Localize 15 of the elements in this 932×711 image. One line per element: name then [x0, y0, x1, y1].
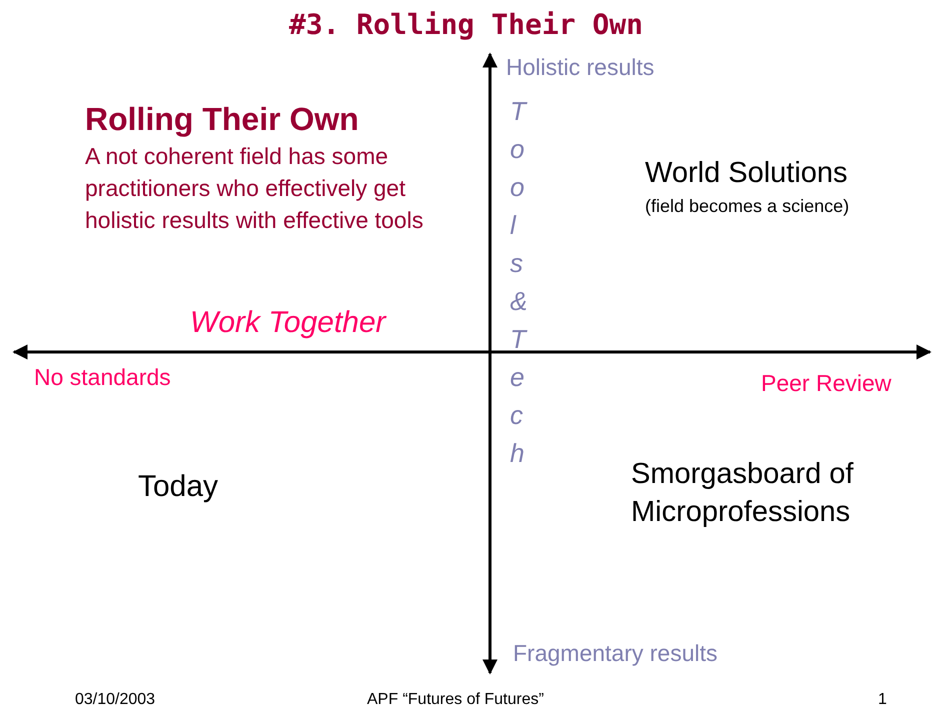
axis-label: No standards — [34, 363, 171, 392]
axis-title: Work Together — [190, 305, 386, 341]
quadrant-label: Smorgasboard of Microprofessions — [631, 457, 854, 530]
axis-label: Holistic results — [506, 53, 654, 82]
axis-label: Peer Review — [761, 369, 892, 398]
footer-text: APF “Futures of Futures” — [367, 690, 544, 710]
quadrant-label: World Solutions — [645, 156, 848, 191]
axis-label: Fragmentary results — [513, 639, 718, 668]
quadrant-description: A not coherent field has some practitioners who effectively get holistic results with effective tools — [85, 142, 424, 235]
title: #3. Rolling Their Own — [288, 7, 643, 43]
quadrant-label: Today — [138, 469, 218, 505]
quadrant-note: (field becomes a science) — [645, 195, 850, 218]
page-number: 1 — [878, 690, 887, 710]
footer-date: 03/10/2003 — [75, 690, 156, 710]
quadrant-heading: Rolling Their Own — [85, 100, 359, 139]
